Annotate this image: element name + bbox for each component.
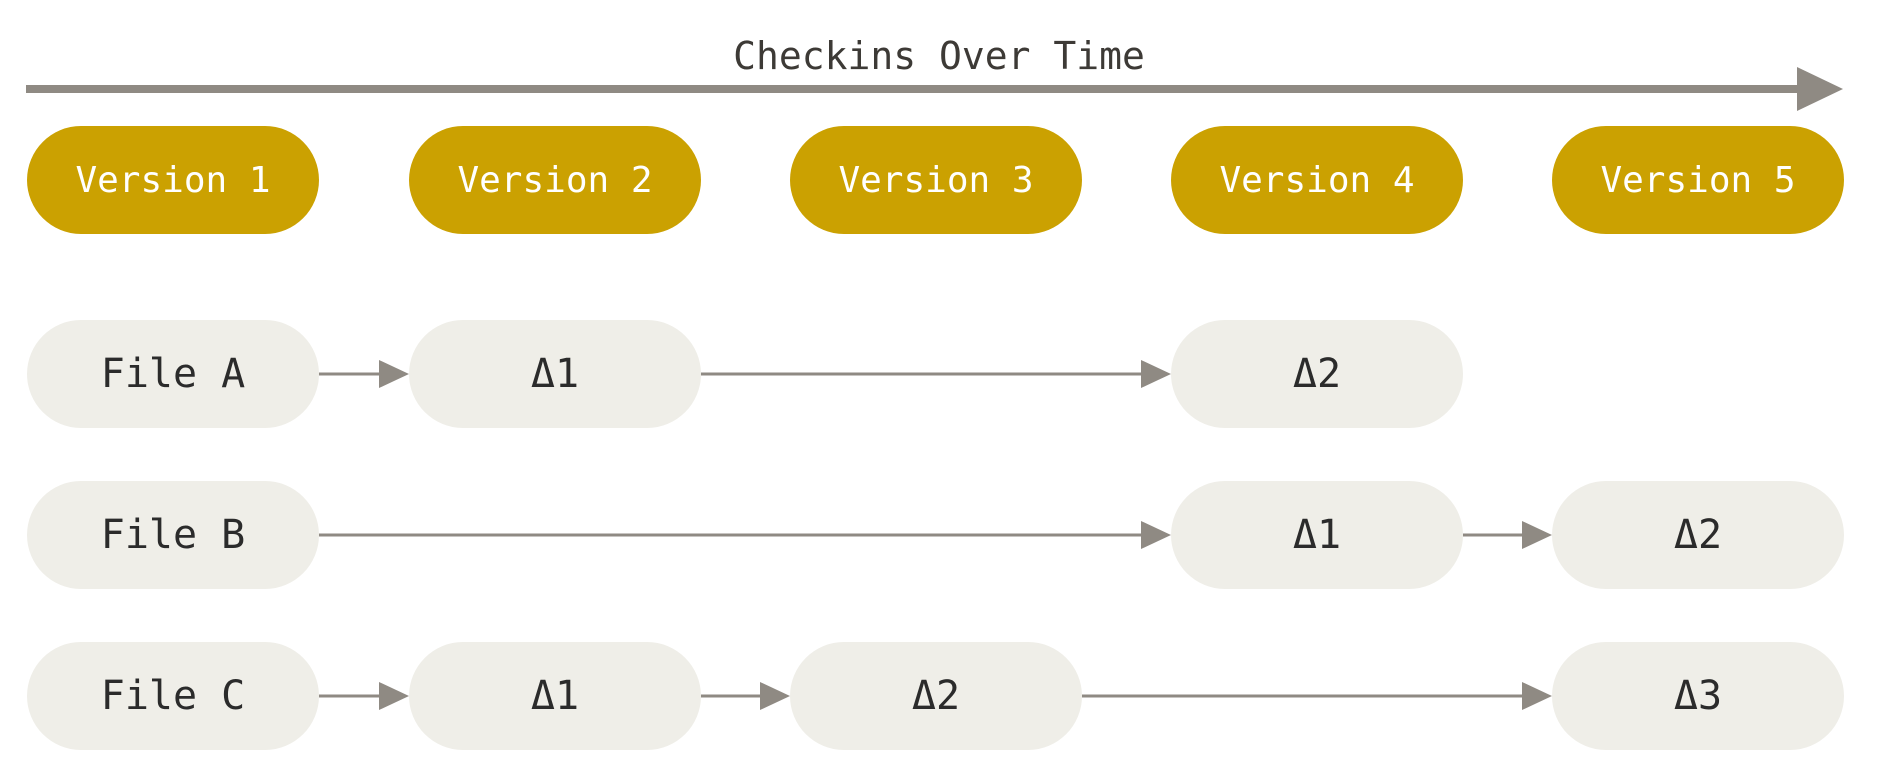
delta-pill: Δ1	[1171, 481, 1463, 589]
delta-pill: Δ3	[1552, 642, 1844, 750]
timeline-title: Checkins Over Time	[733, 34, 1145, 78]
version-pill: Version 4	[1171, 126, 1463, 234]
delta-arrow-head	[379, 682, 409, 710]
delta-pill: Δ2	[1171, 320, 1463, 428]
version-pill: Version 1	[27, 126, 319, 234]
version-pill: Version 3	[790, 126, 1082, 234]
delta-pill: Δ2	[1552, 481, 1844, 589]
file-pill: File B	[27, 481, 319, 589]
file-pill: File A	[27, 320, 319, 428]
delta-pill: Δ1	[409, 320, 701, 428]
timeline-arrowhead	[1797, 67, 1843, 111]
delta-arrow-head	[1522, 682, 1552, 710]
delta-pill: Δ1	[409, 642, 701, 750]
version-pill: Version 5	[1552, 126, 1844, 234]
delta-arrow-head	[1141, 521, 1171, 549]
delta-pill: Δ2	[790, 642, 1082, 750]
delta-arrow-head	[379, 360, 409, 388]
delta-arrow-head	[1522, 521, 1552, 549]
delta-arrow-head	[760, 682, 790, 710]
version-pill: Version 2	[409, 126, 701, 234]
file-pill: File C	[27, 642, 319, 750]
delta-arrow-head	[1141, 360, 1171, 388]
